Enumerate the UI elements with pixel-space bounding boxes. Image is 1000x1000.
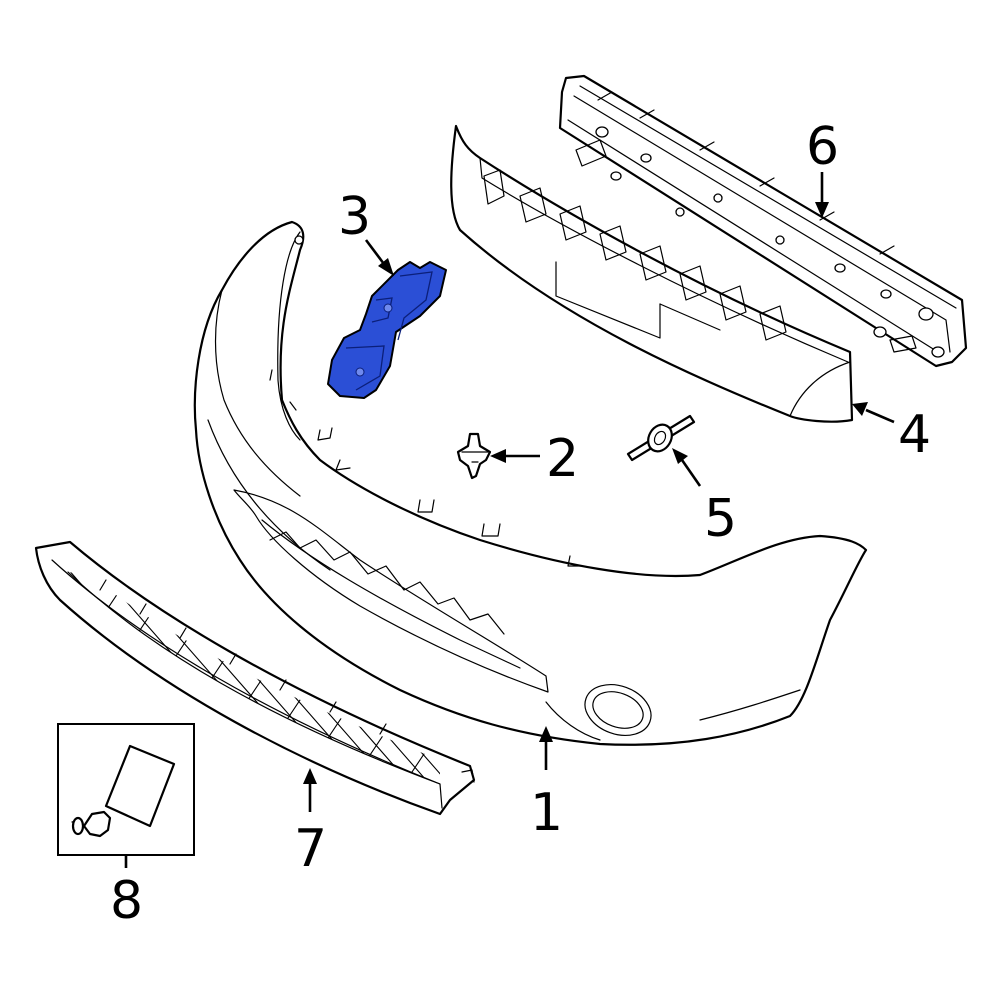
callout-4: 4 bbox=[898, 405, 931, 465]
part-7-grille bbox=[34, 540, 476, 816]
part-5-retainer-pin bbox=[626, 414, 696, 462]
beam-hole bbox=[713, 193, 723, 203]
callout-1: 1 bbox=[530, 783, 563, 843]
bumper-mount-hole bbox=[294, 235, 304, 245]
bracket-highlight bbox=[327, 261, 447, 399]
callout-8: 8 bbox=[110, 871, 143, 931]
beam-hole bbox=[918, 307, 934, 321]
beam-hole bbox=[610, 171, 622, 181]
part-4-energy-absorber bbox=[450, 124, 854, 423]
callout-6: 6 bbox=[806, 117, 839, 177]
part-6-reinforcement-beam bbox=[558, 74, 968, 368]
part-2-push-clip bbox=[456, 432, 492, 480]
beam-hole bbox=[873, 326, 887, 338]
beam-hole bbox=[675, 207, 685, 217]
callout-2: 2 bbox=[546, 429, 579, 489]
callout-arrows bbox=[124, 172, 895, 868]
part-1-bumper-cover bbox=[193, 220, 868, 746]
callout-labels: 1 2 3 4 5 6 7 8 bbox=[110, 117, 931, 931]
clip-fastener bbox=[82, 810, 112, 838]
fog-light-opening bbox=[584, 684, 652, 736]
callout-5: 5 bbox=[704, 489, 737, 549]
beam-hole bbox=[931, 346, 945, 358]
beam-hole bbox=[775, 235, 785, 245]
beam-hole bbox=[834, 263, 846, 273]
beam-hole bbox=[595, 126, 609, 138]
part-3-bracket bbox=[327, 261, 447, 399]
callout-3: 3 bbox=[338, 187, 371, 247]
part-8-inset bbox=[57, 723, 195, 856]
adhesive-pad bbox=[104, 744, 176, 828]
beam-hole bbox=[640, 153, 652, 163]
beam-hole bbox=[880, 289, 892, 299]
callout-7: 7 bbox=[294, 819, 327, 879]
